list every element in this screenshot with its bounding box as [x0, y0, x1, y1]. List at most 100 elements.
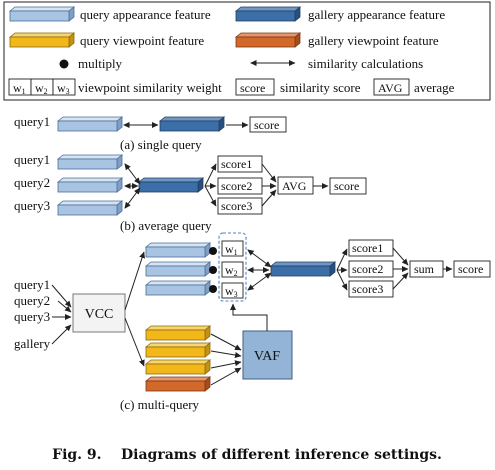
- legend-query-appearance-swatch: [9, 6, 75, 22]
- c-weight-box-1: [221, 240, 244, 257]
- c-score3-text: score3: [352, 282, 383, 296]
- c-sum-text: sum: [414, 262, 435, 276]
- legend-average-label: average: [414, 80, 455, 95]
- c-vaf-arrow-1: [210, 333, 242, 351]
- svg-text:w1: w1: [13, 81, 26, 96]
- panel-single-query: query1 score (a) single query: [14, 114, 287, 152]
- legend-weight-boxes: w1 w2 w3: [8, 78, 76, 96]
- legend-similarity-score-label: similarity score: [280, 80, 361, 95]
- panel-multi-query: query1 query2 query3 gallery VCC w1 w2 w…: [14, 232, 491, 412]
- c-gallery-label: gallery: [14, 336, 51, 351]
- c-viewpoint-bar-2: [145, 342, 211, 358]
- svg-text:w2: w2: [35, 81, 48, 96]
- c-weight-box-2: [221, 261, 244, 278]
- c-weight-1: w1: [225, 242, 238, 257]
- c-in-arrow-4: [51, 324, 72, 345]
- c-vaf-arrow-2: [210, 350, 242, 358]
- b-gallery-bar: [138, 177, 204, 193]
- legend-avg-box-text: AVG: [378, 81, 403, 95]
- vcc-label: VCC: [85, 307, 114, 322]
- b-query1-label: query1: [14, 152, 50, 167]
- b-sim-arrow-3: [124, 187, 141, 209]
- b-query-bar-2: [57, 177, 123, 193]
- c-query3-label: query3: [14, 309, 50, 324]
- b-final-score-box: [329, 177, 367, 195]
- multiply-icon: [209, 247, 217, 255]
- legend-avg-box: [373, 78, 410, 96]
- a-query-bar: [57, 116, 123, 132]
- c-query-bar-1: [145, 242, 211, 258]
- b-score2-text: score2: [221, 179, 252, 193]
- vaf-label: VAF: [254, 349, 280, 364]
- svg-text:w3: w3: [57, 81, 70, 96]
- b-score3-text: score3: [221, 199, 252, 213]
- c-weight-2: w2: [225, 263, 238, 278]
- b-avg-arrow-1: [261, 163, 277, 183]
- b-score-arrow-1: [204, 163, 217, 187]
- c-sum-arrow-3: [392, 272, 409, 290]
- c-sim-arrow-3: [247, 272, 272, 291]
- vcc-box: [72, 293, 126, 333]
- legend-score-box-text: score: [240, 81, 265, 95]
- c-final-score-text: score: [458, 262, 483, 276]
- legend-gallery-appearance-swatch: [235, 6, 301, 22]
- a-query1-label: query1: [14, 114, 50, 129]
- legend-score-box: [235, 78, 275, 96]
- c-gallery-viewpoint-bar: [145, 376, 211, 392]
- a-score-text: score: [254, 118, 279, 132]
- c-query-bar-3: [145, 280, 211, 296]
- c-query1-label: query1: [14, 277, 50, 292]
- vaf-box: [242, 330, 293, 380]
- c-viewpoint-bar-3: [145, 359, 211, 375]
- c-score1-text: score1: [352, 241, 383, 255]
- b-query2-label: query2: [14, 175, 50, 190]
- b-avg-text: AVG: [282, 179, 307, 193]
- c-query-bar-2: [145, 261, 211, 277]
- multiply-icon: [209, 266, 217, 274]
- c-weight-3: w3: [225, 284, 238, 299]
- b-query-bar-3: [57, 200, 123, 216]
- legend-multiply-label: multiply: [78, 56, 123, 71]
- b-score-arrow-3: [204, 185, 217, 207]
- a-score-box: [249, 116, 287, 133]
- c-vaf-arrow-4: [210, 367, 242, 386]
- legend-query-viewpoint-swatch: [9, 32, 75, 48]
- a-gallery-bar: [159, 116, 225, 132]
- c-gallery-bar: [270, 261, 336, 277]
- c-weight-box-3: [221, 282, 244, 299]
- panel-average-query: query1 query2 query3 score1 score2 score…: [14, 152, 367, 233]
- c-query2-label: query2: [14, 293, 50, 308]
- c-score-arrow-3: [336, 269, 348, 291]
- c-vaf-arrow-3: [210, 360, 242, 369]
- c-in-arrow-1: [51, 284, 72, 308]
- legend-gallery-viewpoint-swatch: [235, 32, 301, 48]
- c-score2-text: score2: [352, 262, 383, 276]
- c-final-score-box: [453, 260, 491, 278]
- c-viewpoint-bar-1: [145, 325, 211, 341]
- legend-query-appearance-label: query appearance feature: [80, 7, 211, 22]
- legend-gallery-appearance-label: gallery appearance feature: [308, 7, 445, 22]
- multiply-icon: [209, 285, 217, 293]
- vcc-to-query-arrow: [124, 251, 145, 311]
- legend-viewpoint-weight-label: viewpoint similarity weight: [78, 80, 222, 95]
- vcc-to-viewpoint-arrow: [124, 317, 145, 367]
- b-query-bar-1: [57, 154, 123, 170]
- multiply-icon: [59, 59, 69, 69]
- b-final-score-text: score: [334, 179, 359, 193]
- b-score1-text: score1: [221, 157, 252, 171]
- legend-query-viewpoint-label: query viewpoint feature: [80, 33, 204, 48]
- vaf-to-weights-arrow: [230, 303, 268, 331]
- weights-dashed-group: [218, 232, 247, 302]
- c-in-arrow-2: [57, 300, 72, 313]
- legend-gallery-viewpoint-label: gallery viewpoint feature: [308, 33, 439, 48]
- c-sim-arrow-1: [247, 249, 272, 268]
- b-query3-label: query3: [14, 198, 50, 213]
- c-sum-arrow-1: [392, 247, 409, 266]
- legend-similarity-calc-label: similarity calculations: [308, 56, 423, 71]
- b-sim-arrow-1: [124, 163, 141, 185]
- c-caption: (c) multi-query: [120, 397, 200, 412]
- b-avg-arrow-3: [261, 189, 277, 207]
- a-caption: (a) single query: [120, 137, 202, 152]
- legend-box: query appearance feature gallery appeara…: [3, 1, 491, 101]
